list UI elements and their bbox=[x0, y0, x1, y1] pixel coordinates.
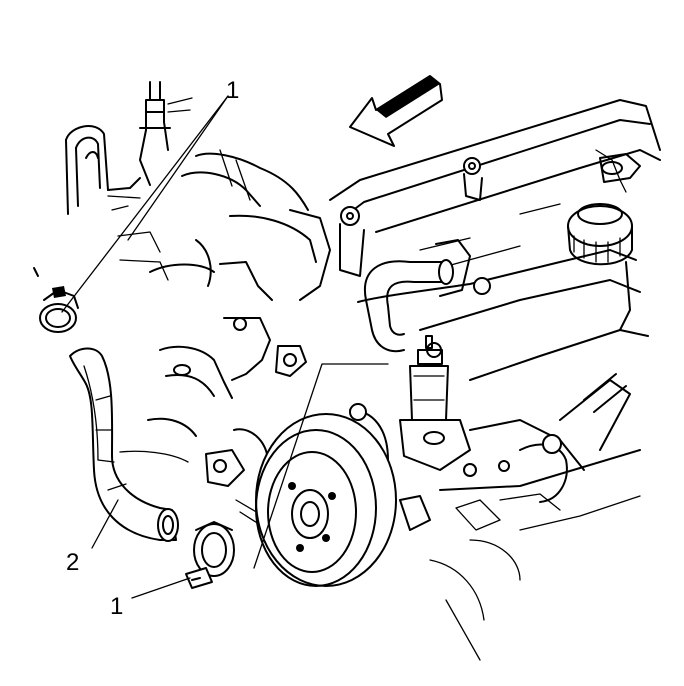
callout-label-top: 1 bbox=[226, 77, 239, 104]
manifold-bolts bbox=[339, 157, 491, 358]
coolant-pipe bbox=[363, 239, 471, 353]
callout-label-bottom: 1 bbox=[110, 593, 123, 620]
bleeder-housing bbox=[399, 335, 471, 471]
heater-hose bbox=[69, 347, 179, 542]
callout-label-hose: 2 bbox=[66, 549, 79, 576]
heater-pipe-fitting bbox=[139, 81, 193, 186]
direction-arrow bbox=[349, 75, 443, 147]
oil-filler-cap bbox=[567, 203, 633, 331]
water-pump-pulley bbox=[255, 403, 397, 587]
wire-bracket bbox=[65, 125, 169, 281]
engine-block bbox=[119, 149, 331, 527]
leader-lines bbox=[61, 95, 389, 599]
hose-clamp-upper bbox=[33, 267, 79, 333]
engine-lower-right bbox=[399, 373, 641, 661]
hose-clamp-lower bbox=[185, 521, 235, 589]
